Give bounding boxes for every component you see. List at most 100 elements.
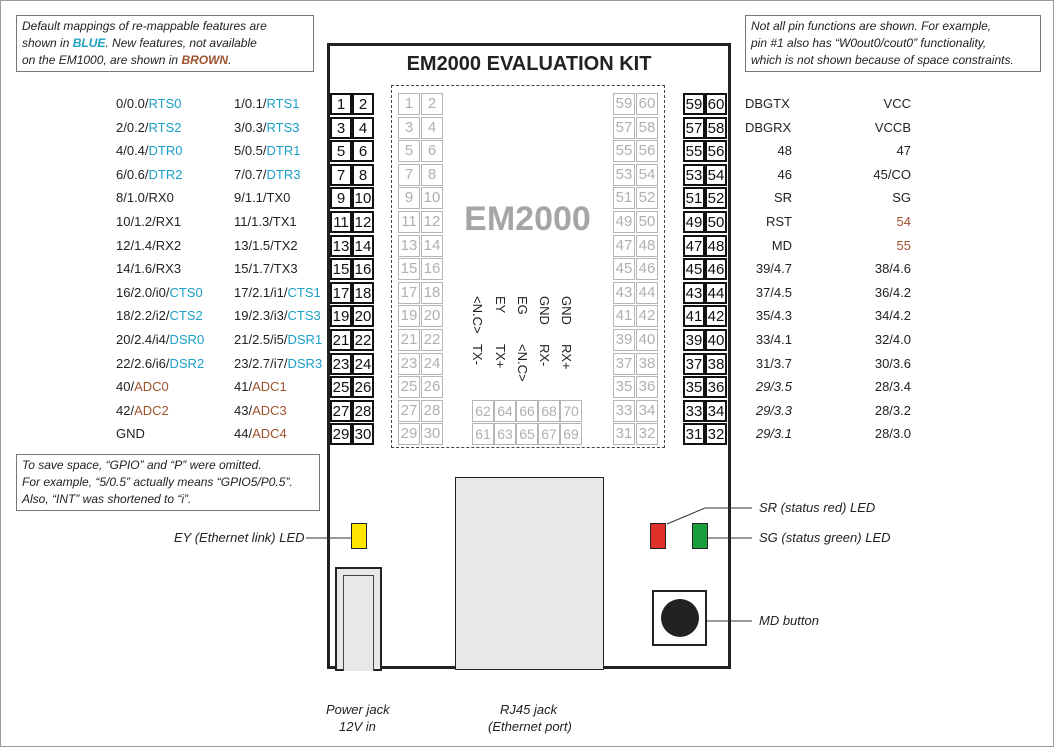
module-pin: 39 <box>613 329 635 351</box>
pin-function-label: 11/1.3/TX1 <box>234 214 297 230</box>
label-text: 6/0.6/ <box>116 166 149 182</box>
pin-function-label: 34/4.2 <box>874 308 911 324</box>
label-text: DTR3 <box>266 166 301 182</box>
pin-function-label: 48 <box>777 143 792 159</box>
header-pin: 9 <box>330 187 352 210</box>
header-pin: 55 <box>683 140 705 163</box>
label-text: CTS2 <box>169 308 203 324</box>
pin-function-label: 29/3.3 <box>755 402 792 418</box>
header-pin: 28 <box>352 399 374 422</box>
module-pin: 37 <box>613 352 635 375</box>
header-pin: 50 <box>705 211 727 233</box>
ethernet-pin: 65 <box>516 423 538 445</box>
rj45-jack <box>455 477 604 670</box>
header-pin: 22 <box>352 329 374 351</box>
module-pin: 23 <box>398 352 420 375</box>
note-line: which is not shown because of space cons… <box>751 53 1014 67</box>
label-text: RTS0 <box>148 96 182 111</box>
ethernet-pin: 69 <box>560 423 582 445</box>
header-pin: 1 <box>330 93 352 115</box>
pin-function-label: 1/0.1/RTS1 <box>234 96 300 112</box>
header-pin: 36 <box>705 376 727 399</box>
header-pin: 58 <box>705 116 727 139</box>
pin-functions-note: Not all pin functions are shown. For exa… <box>745 15 1041 72</box>
pin-function-label: 7/0.7/DTR3 <box>234 167 300 183</box>
ethernet-pin: 68 <box>538 400 560 422</box>
power-jack-callout-line2: 12V in <box>339 719 376 734</box>
module-pin: 5 <box>398 140 420 163</box>
label-text: DTR1 <box>266 143 301 159</box>
module-title: EM2000 <box>464 200 591 238</box>
label-text: 12/1.4/RX2 <box>116 237 182 253</box>
module-pin: 29 <box>398 423 420 446</box>
label-text: 15/1.7/TX3 <box>234 261 298 277</box>
sr-led-callout: SR (status red) LED <box>759 500 876 515</box>
board-title: EM2000 EVALUATION KIT <box>406 53 652 75</box>
module-pin: 28 <box>421 399 443 422</box>
pin-function-label: 43/ADC3 <box>234 403 287 419</box>
label-text: DSR2 <box>169 355 205 371</box>
header-pin: 2 <box>352 93 374 115</box>
label-text: DSR3 <box>287 355 323 371</box>
pin-function-label: 44/ADC4 <box>234 426 287 442</box>
pin-function-label: 54 <box>896 214 911 229</box>
pin-function-label: 28/3.4 <box>874 379 911 395</box>
pin-function-label: 19/2.3/i3/CTS3 <box>234 308 321 324</box>
header-pin: 32 <box>705 423 727 446</box>
header-pin: 25 <box>330 376 352 399</box>
header-pin: 49 <box>683 211 705 233</box>
pin-function-label: SR <box>773 190 792 206</box>
pin-function-label: VCC <box>883 96 911 111</box>
label-text: DTR2 <box>148 166 183 182</box>
note-line: For example, “5/0.5” actually means “GPI… <box>22 475 293 489</box>
label-text: ADC4 <box>252 426 287 442</box>
header-pin: 54 <box>705 163 727 186</box>
module-pin: 48 <box>636 234 658 257</box>
header-pin: 35 <box>683 376 705 399</box>
label-text: DTR0 <box>148 143 183 159</box>
pin-function-label: 40/ADC0 <box>116 379 169 395</box>
pin-function-label: 31/3.7 <box>755 355 792 371</box>
label-text: 0/0.0/ <box>116 96 149 111</box>
label-text: 1/0.1/ <box>234 96 267 111</box>
pin-function-label: 35/4.3 <box>755 308 792 324</box>
pin-function-label: 29/3.1 <box>755 426 792 442</box>
ethernet-pin: 61 <box>472 423 494 445</box>
pin-function-label: 20/2.4/i4/DSR0 <box>116 332 204 348</box>
header-pin: 14 <box>352 234 374 257</box>
label-text: DSR1 <box>287 332 323 347</box>
pin-function-label: 39/4.7 <box>755 261 792 277</box>
pin-function-label: GND <box>116 426 145 442</box>
pin-function-label: 32/4.0 <box>874 332 911 347</box>
module-pin: 54 <box>636 163 658 186</box>
header-pin: 12 <box>352 211 374 233</box>
pin-function-label: 5/0.5/DTR1 <box>234 143 300 159</box>
module-pin: 16 <box>421 258 443 281</box>
module-pin: 51 <box>613 187 635 210</box>
label-text: ADC1 <box>252 379 287 395</box>
module-pin: 50 <box>636 211 658 233</box>
header-pin: 23 <box>330 352 352 375</box>
pin-function-label: DBGRX <box>745 119 792 135</box>
pin-function-label: 13/1.5/TX2 <box>234 238 298 254</box>
module-pin: 15 <box>398 258 420 281</box>
header-pin: 40 <box>705 329 727 351</box>
note-line: Also, “INT” was shortened to “i”. <box>22 492 192 506</box>
note-line: To save space, “GPIO” and “P” were omitt… <box>22 458 262 472</box>
pin-function-label: 33/4.1 <box>755 332 792 347</box>
pin-function-label: 36/4.2 <box>874 284 911 300</box>
module-pin: 17 <box>398 281 420 304</box>
module-pin: 56 <box>636 140 658 163</box>
note-line: on the EM1000, are shown in BROWN. <box>22 52 308 69</box>
label-text: ADC3 <box>252 402 287 418</box>
header-pin: 29 <box>330 423 352 446</box>
header-pin: 5 <box>330 140 352 163</box>
pin-function-label: 8/1.0/RX0 <box>116 190 174 206</box>
module-pin: 38 <box>636 352 658 375</box>
note-text: Default mappings of re-mappable features… <box>22 19 267 33</box>
note-text: . New features, not available <box>105 36 257 50</box>
header-pin: 59 <box>683 93 705 115</box>
header-pin: 7 <box>330 163 352 186</box>
pin-function-label: MD <box>771 237 792 253</box>
label-text: RTS1 <box>266 96 300 111</box>
